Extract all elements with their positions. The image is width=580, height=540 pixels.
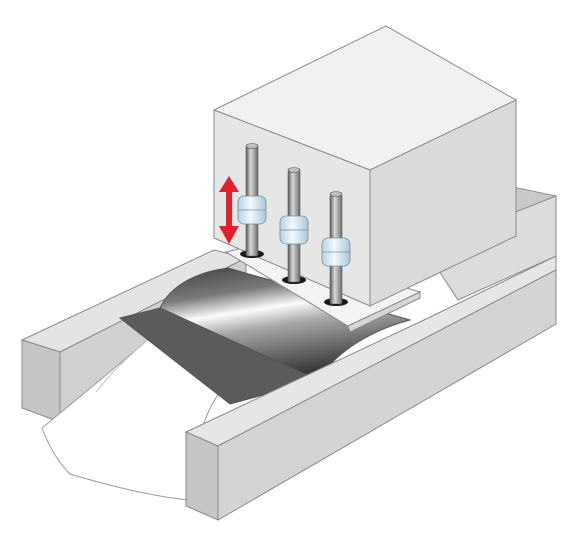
pin-1 (237, 143, 267, 258)
pin-3 (321, 191, 351, 306)
pin-2 (279, 167, 309, 284)
frame-front-rail (184, 255, 557, 521)
double-arrow-icon (219, 176, 239, 244)
